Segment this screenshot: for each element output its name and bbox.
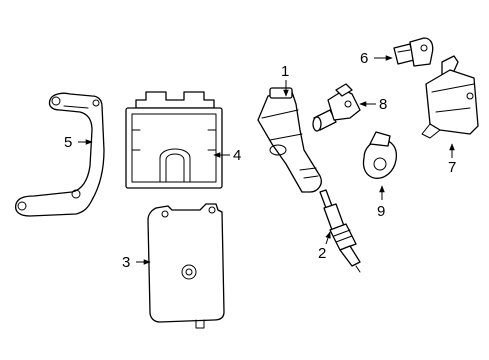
callout-7: 7 <box>448 159 456 176</box>
callout-labels: 1 2 3 4 5 6 7 8 9 <box>64 50 456 271</box>
leader-2 <box>325 231 331 245</box>
callout-4: 4 <box>233 147 241 164</box>
sensor-part-6 <box>393 37 434 67</box>
knock-sensor-part-9 <box>362 131 398 179</box>
callout-2: 2 <box>318 245 326 262</box>
ignition-coil-part-1 <box>257 87 322 193</box>
callout-1: 1 <box>281 63 289 80</box>
cam-sensor-part-8 <box>312 83 361 132</box>
ecu-plate-part-3 <box>147 203 225 329</box>
spark-plug-part-2 <box>319 189 361 273</box>
control-module-part-7 <box>421 55 479 139</box>
ecu-module-part-4 <box>125 91 223 189</box>
bracket-part-5 <box>14 92 105 217</box>
callout-5: 5 <box>64 134 72 151</box>
callout-3: 3 <box>122 254 130 271</box>
callout-8: 8 <box>379 96 387 113</box>
leader-lines <box>78 55 455 265</box>
callout-6: 6 <box>360 50 368 67</box>
callout-9: 9 <box>377 203 385 220</box>
